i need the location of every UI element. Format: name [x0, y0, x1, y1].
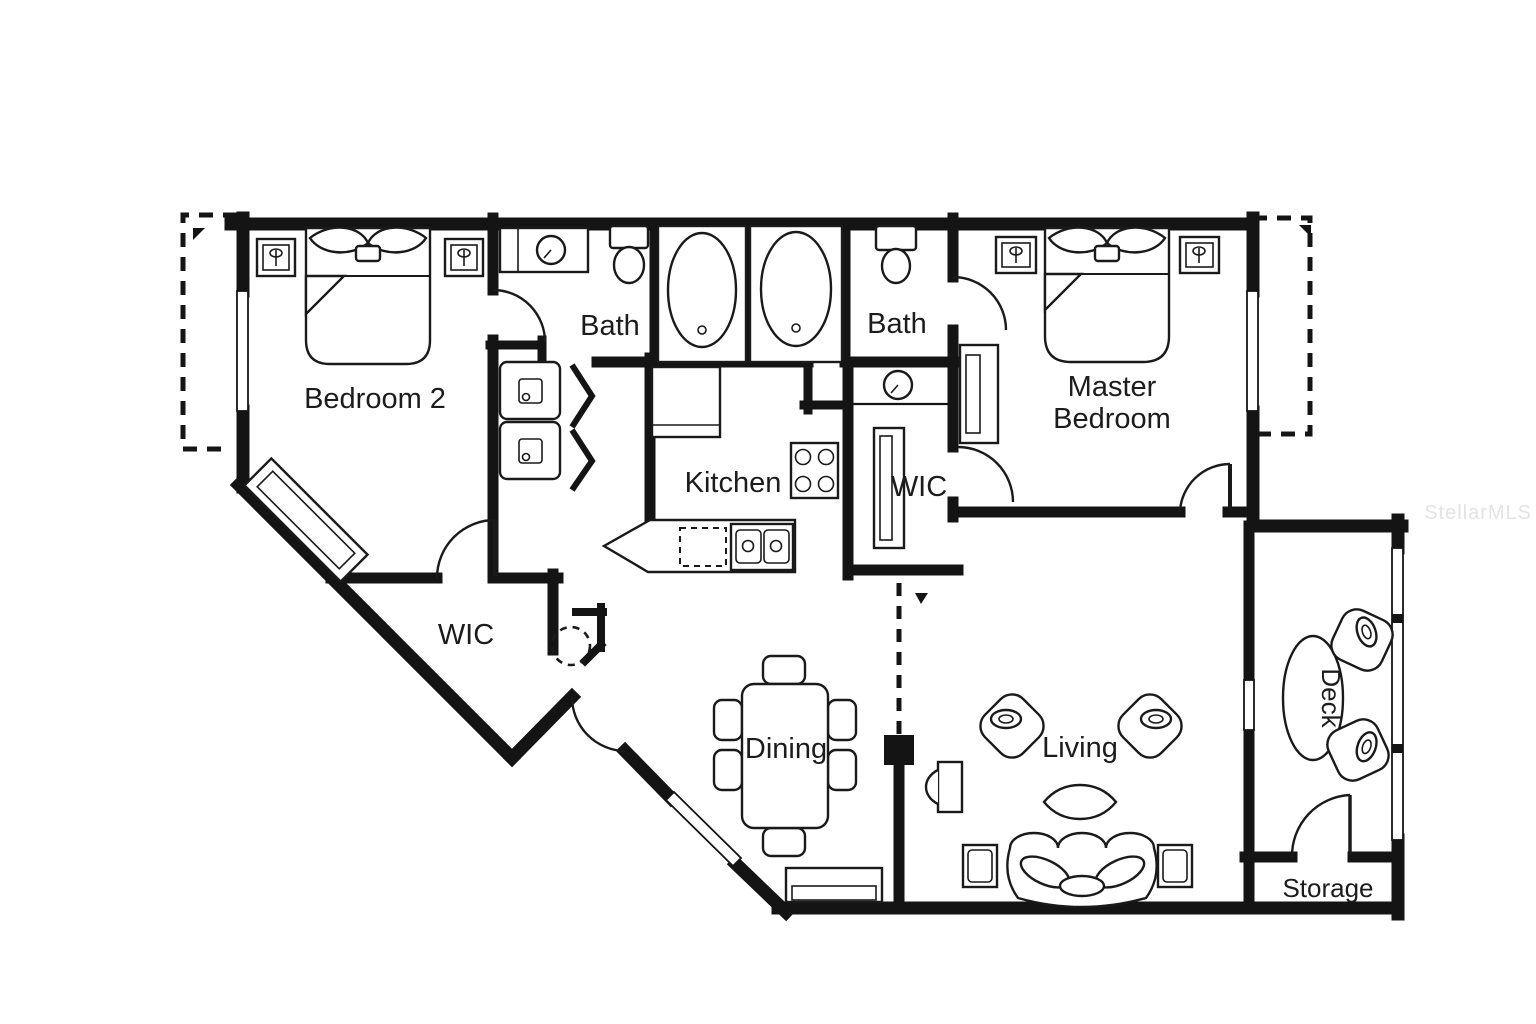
- door-bedroom2: [435, 518, 497, 579]
- nightstand-icon: [994, 235, 1038, 275]
- door-wic-master: [957, 445, 1015, 503]
- room-label-dining: Dining: [745, 733, 827, 765]
- deck-table-icon: [1281, 634, 1345, 762]
- room-divider-dashed: [896, 583, 928, 737]
- armchair-icon: [1110, 686, 1190, 766]
- room-label-deck: Deck: [1316, 668, 1346, 728]
- bed-icon-master: [1043, 226, 1171, 364]
- door-master: [1178, 462, 1232, 513]
- door-bath1: [492, 288, 547, 343]
- window-entry-diagonal: [664, 790, 743, 868]
- room-label-master-line1: Master: [1068, 371, 1157, 403]
- console-table-icon: [784, 866, 884, 904]
- nightstand-icon: [255, 237, 297, 278]
- deck-railing: [1391, 547, 1404, 841]
- toilet-icon-bath1: [608, 224, 650, 285]
- dryer-icon: [498, 420, 562, 481]
- washer-icon: [498, 360, 562, 421]
- side-table-icon: [1156, 843, 1194, 889]
- fridge-icon: [650, 365, 722, 439]
- vanity-sink-icon-bath1: [498, 226, 590, 274]
- closet-shelf-icon: [872, 426, 906, 550]
- interior-walls: [325, 212, 1404, 914]
- room-label-kitchen: Kitchen: [685, 467, 782, 499]
- door-entry: [570, 696, 626, 753]
- room-label-living: Living: [1042, 732, 1118, 764]
- sofa-icon: [1006, 831, 1158, 909]
- door-storage: [1290, 793, 1352, 858]
- door-bath2: [952, 275, 1008, 331]
- window-bedroom2: [236, 290, 249, 412]
- coffee-table-icon: [1042, 783, 1118, 821]
- slider-living-deck: [1243, 679, 1255, 731]
- vanity-sink-icon-master: [882, 369, 914, 401]
- balcony-outline-left: [180, 212, 237, 452]
- balcony-outline-right: [1253, 215, 1313, 437]
- room-label-master-line2: Bedroom: [1053, 403, 1171, 435]
- window-master: [1246, 290, 1259, 412]
- room-label-bath2: Bath: [867, 308, 927, 340]
- dining-table-icon: [712, 654, 858, 858]
- nightstand-icon: [1178, 235, 1221, 275]
- room-label-bath1: Bath: [580, 310, 640, 342]
- bifold-closet-doors: [569, 363, 596, 492]
- kitchen-sink-icon: [729, 522, 795, 572]
- bed-icon-bedroom2: [304, 226, 432, 366]
- room-label-bedroom2: Bedroom 2: [304, 383, 446, 415]
- toilet-icon-bath2: [874, 224, 918, 285]
- water-heater-icon: [550, 625, 592, 667]
- stove-icon: [789, 441, 840, 500]
- room-label-wic-entry: WIC: [438, 619, 494, 651]
- bathtub-icon: [748, 224, 844, 364]
- dresser-icon-master: [958, 343, 1000, 445]
- column: [884, 735, 914, 765]
- nightstand-icon: [443, 237, 485, 278]
- bathtub-icon: [656, 224, 748, 364]
- room-label-storage: Storage: [1282, 873, 1373, 903]
- armchair-icon: [972, 686, 1052, 766]
- side-table-icon: [961, 843, 999, 889]
- room-label-wic-master: WIC: [891, 471, 947, 503]
- tv-icon: [924, 760, 964, 814]
- watermark-text: StellarMLS: [1424, 502, 1532, 524]
- dresser-icon-bedroom2: [242, 456, 370, 584]
- dishwasher-icon: [679, 527, 727, 567]
